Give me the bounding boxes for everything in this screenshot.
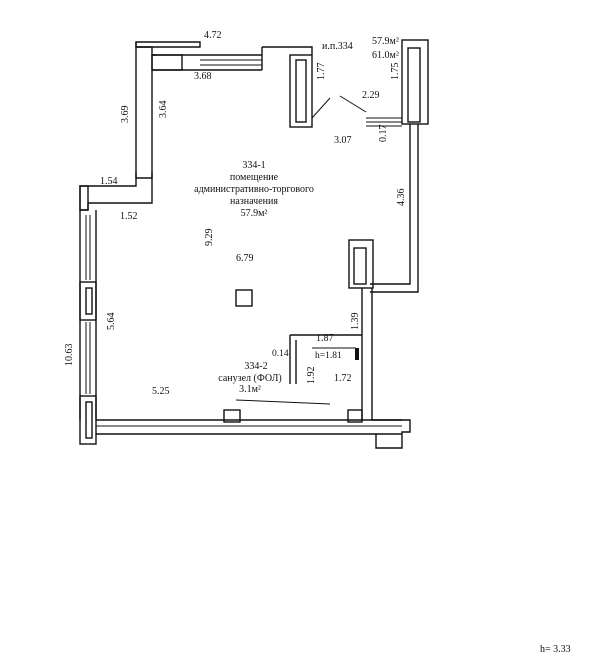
room2-name: санузел (ФОЛ) (218, 373, 281, 384)
room1-name-line1: помещение (230, 172, 279, 183)
dim-wc-small: 0.14 (272, 349, 289, 359)
room2-number: 334-2 (244, 361, 267, 372)
dim-left-step-inner: 1.52 (120, 211, 138, 222)
dim-left-total: 10.63 (64, 344, 75, 367)
ceiling-height: h= 3.33 (540, 644, 571, 655)
dim-wc-width: 1.87 (316, 333, 334, 344)
dim-door-span: 2.29 (362, 90, 380, 101)
dim-left-upper-outer: 3.69 (120, 106, 131, 124)
dim-top-outer: 4.72 (204, 30, 222, 41)
apartment-id: и.п.334 (322, 41, 353, 52)
room1-number: 334-1 (242, 160, 265, 171)
dim-left-upper-inner: 3.64 (158, 101, 169, 119)
dim-top-inner: 3.68 (194, 71, 212, 82)
dim-left-lower-inner: 5.64 (106, 313, 117, 331)
dim-room-height: 9.29 (204, 229, 215, 247)
room1-name-line2: административно-торгового (194, 184, 314, 195)
dim-right-wall: 4.36 (396, 189, 407, 207)
dim-wc-side: 1.72 (334, 373, 352, 384)
walls (79, 39, 429, 449)
apartment-area-main: 57.9м² (372, 36, 399, 47)
dim-wc-depth: 1.92 (306, 367, 317, 385)
room2-area: 3.1м² (239, 384, 261, 395)
apartment-area-total: 61.0м² (372, 50, 399, 61)
room1-area: 57.9м² (241, 208, 268, 219)
labels: 4.72 3.68 и.п.334 57.9м² 61.0м² 1.77 1.7… (64, 30, 571, 655)
dim-bottom-left: 5.25 (152, 386, 170, 397)
room1-name-line3: назначения (230, 196, 278, 207)
dim-left-step-outer: 1.54 (100, 176, 118, 187)
dim-room-width: 6.79 (236, 253, 254, 264)
dim-wc-door: h=1.81 (315, 351, 342, 361)
dim-right-lower: 1.39 (350, 313, 361, 331)
dim-right-upper-left: 1.77 (316, 63, 327, 81)
dim-mid-width: 3.07 (334, 135, 352, 146)
dim-inner-step: 0.17 (378, 125, 389, 143)
dim-right-upper-right: 1.75 (390, 63, 401, 81)
